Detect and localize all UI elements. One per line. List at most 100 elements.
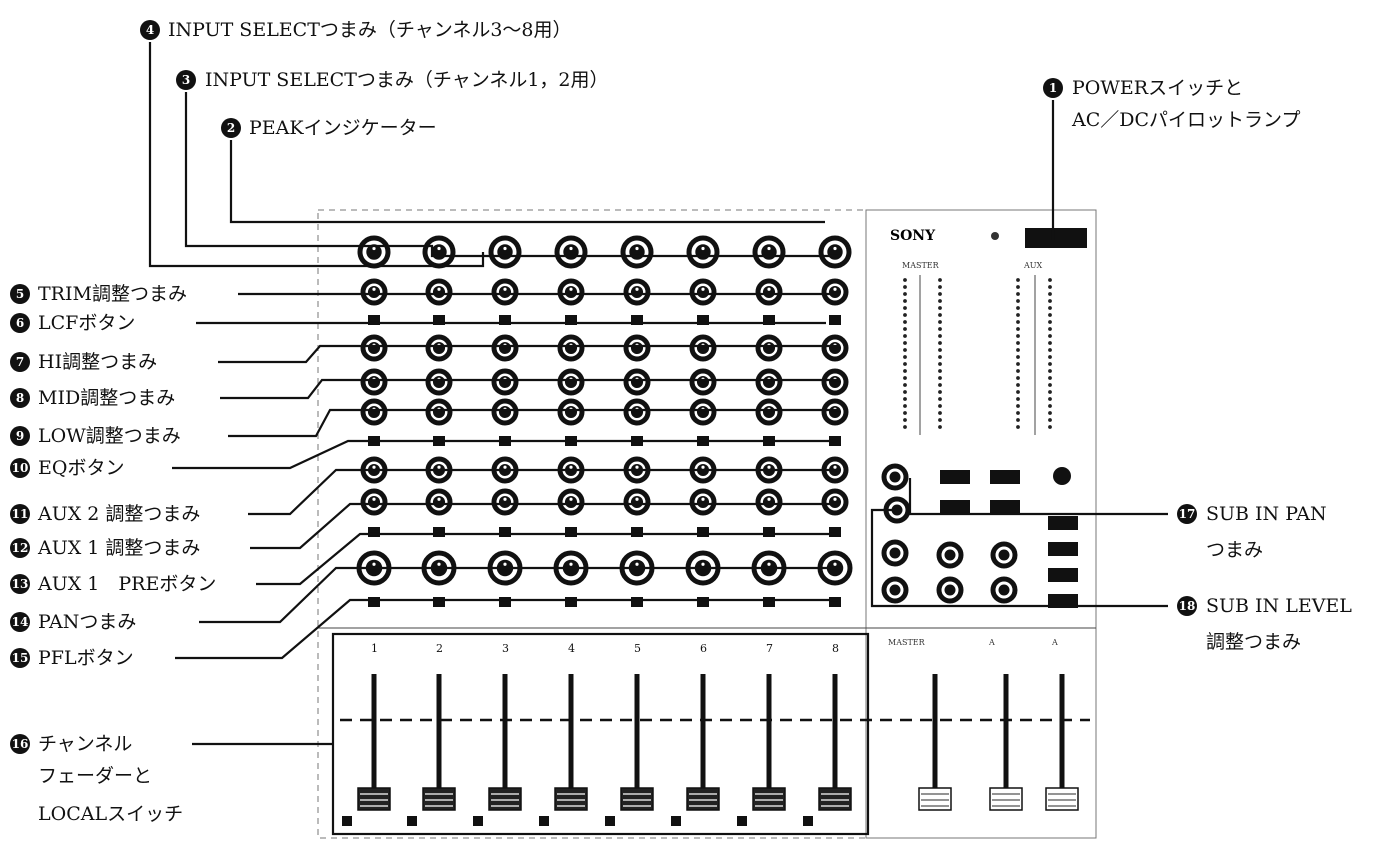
trim-knob-ch5[interactable] <box>626 281 648 303</box>
trim-knob-ch6[interactable] <box>692 281 714 303</box>
pfl-button-ch1[interactable] <box>368 597 380 607</box>
low-knob-ch4[interactable] <box>560 401 582 423</box>
local-switch-5[interactable] <box>605 816 615 826</box>
sub-in-knob-3[interactable] <box>939 544 961 566</box>
panel-switch-1[interactable] <box>940 470 970 484</box>
sub-in-level-knob-2[interactable] <box>884 579 906 601</box>
low-knob-ch3[interactable] <box>494 401 516 423</box>
callout-4: 4INPUT SELECTつまみ（チャンネル3～8用） <box>140 19 572 41</box>
sub-in-knob-5[interactable] <box>939 579 961 601</box>
low-knob-ch7[interactable] <box>758 401 780 423</box>
low-knob-ch5[interactable] <box>626 401 648 423</box>
callout-label: LOW調整つまみ <box>38 425 181 447</box>
sub-in-level-knob-1[interactable] <box>884 542 906 564</box>
panel-switch-5[interactable] <box>1048 516 1078 530</box>
mid-knob-ch1[interactable] <box>363 371 385 393</box>
callout-number: 6 <box>16 316 24 330</box>
pfl-button-ch8[interactable] <box>829 597 841 607</box>
local-switch-8[interactable] <box>803 816 813 826</box>
input-select-knob-ch6[interactable] <box>689 238 717 266</box>
sub-in-knob-4[interactable] <box>993 544 1015 566</box>
aux1-knob-ch4[interactable] <box>560 491 582 513</box>
mid-knob-ch2[interactable] <box>428 371 450 393</box>
panel-switch-3[interactable] <box>990 470 1020 484</box>
mid-knob-ch7[interactable] <box>758 371 780 393</box>
trim-knob-ch7[interactable] <box>758 281 780 303</box>
aux1-pre-button-ch1[interactable] <box>368 527 380 537</box>
callout-label: AC／DCパイロットランプ <box>1071 109 1300 131</box>
hi-knob-ch3[interactable] <box>494 337 516 359</box>
mid-knob-ch6[interactable] <box>692 371 714 393</box>
hi-knob-ch5[interactable] <box>626 337 648 359</box>
channel-number-6: 6 <box>700 642 707 655</box>
low-knob-ch8[interactable] <box>824 401 846 423</box>
local-switch-2[interactable] <box>407 816 417 826</box>
callout-label: TRIM調整つまみ <box>38 283 187 305</box>
trim-knob-ch8[interactable] <box>824 281 846 303</box>
aux1-pre-button-ch5[interactable] <box>631 527 643 537</box>
trim-knob-ch1[interactable] <box>363 281 385 303</box>
input-select-knob-ch3[interactable] <box>491 238 519 266</box>
trim-knob-ch2[interactable] <box>428 281 450 303</box>
aux1-knob-ch3[interactable] <box>494 491 516 513</box>
hi-knob-ch7[interactable] <box>758 337 780 359</box>
sub-in-knob-6[interactable] <box>993 579 1015 601</box>
callout-label: AUX 1 PREボタン <box>37 573 216 595</box>
aux1-knob-ch2[interactable] <box>428 491 450 513</box>
panel-switch-7[interactable] <box>1048 568 1078 582</box>
callout-number: 14 <box>12 615 29 629</box>
pfl-button-ch6[interactable] <box>697 597 709 607</box>
sub-in-pan-knob-1[interactable] <box>884 466 906 488</box>
local-switch-7[interactable] <box>737 816 747 826</box>
panel-switch-6[interactable] <box>1048 542 1078 556</box>
pfl-button-ch7[interactable] <box>763 597 775 607</box>
input-select-knob-ch5[interactable] <box>623 238 651 266</box>
aux1-knob-ch7[interactable] <box>758 491 780 513</box>
aux1-knob-ch8[interactable] <box>824 491 846 513</box>
low-knob-ch1[interactable] <box>363 401 385 423</box>
local-switch-1[interactable] <box>342 816 352 826</box>
pfl-button-ch3[interactable] <box>499 597 511 607</box>
aux1-pre-button-ch3[interactable] <box>499 527 511 537</box>
low-knob-ch2[interactable] <box>428 401 450 423</box>
panel-switch-4[interactable] <box>990 500 1020 514</box>
input-select-knob-ch1[interactable] <box>360 238 388 266</box>
pfl-button-ch5[interactable] <box>631 597 643 607</box>
lcf-button-ch8[interactable] <box>829 315 841 325</box>
panel-switch-2[interactable] <box>940 500 970 514</box>
local-switch-6[interactable] <box>671 816 681 826</box>
input-select-knob-ch2[interactable] <box>425 238 453 266</box>
aux1-knob-ch5[interactable] <box>626 491 648 513</box>
aux1-pre-button-ch6[interactable] <box>697 527 709 537</box>
mid-knob-ch5[interactable] <box>626 371 648 393</box>
input-select-knob-ch7[interactable] <box>755 238 783 266</box>
hi-knob-ch6[interactable] <box>692 337 714 359</box>
hi-knob-ch8[interactable] <box>824 337 846 359</box>
aux1-pre-button-ch2[interactable] <box>433 527 445 537</box>
mid-knob-ch3[interactable] <box>494 371 516 393</box>
aux1-pre-button-ch4[interactable] <box>565 527 577 537</box>
hi-knob-ch2[interactable] <box>428 337 450 359</box>
input-select-knob-ch4[interactable] <box>557 238 585 266</box>
aux1-knob-ch6[interactable] <box>692 491 714 513</box>
aux1-pre-button-ch7[interactable] <box>763 527 775 537</box>
channel-number-2: 2 <box>436 642 443 655</box>
aux1-pre-button-ch8[interactable] <box>829 527 841 537</box>
local-switch-4[interactable] <box>539 816 549 826</box>
hi-knob-ch1[interactable] <box>363 337 385 359</box>
trim-knob-ch3[interactable] <box>494 281 516 303</box>
low-knob-ch6[interactable] <box>692 401 714 423</box>
aux1-knob-ch1[interactable] <box>363 491 385 513</box>
pfl-button-ch2[interactable] <box>433 597 445 607</box>
power-switch[interactable] <box>1025 228 1087 248</box>
input-select-knob-ch8[interactable] <box>821 238 849 266</box>
mid-knob-ch4[interactable] <box>560 371 582 393</box>
callout-15: 15PFLボタン <box>10 647 134 669</box>
local-switch-3[interactable] <box>473 816 483 826</box>
channel-number-4: 4 <box>568 642 575 655</box>
mid-knob-ch8[interactable] <box>824 371 846 393</box>
trim-knob-ch4[interactable] <box>560 281 582 303</box>
hi-knob-ch4[interactable] <box>560 337 582 359</box>
pfl-button-ch4[interactable] <box>565 597 577 607</box>
